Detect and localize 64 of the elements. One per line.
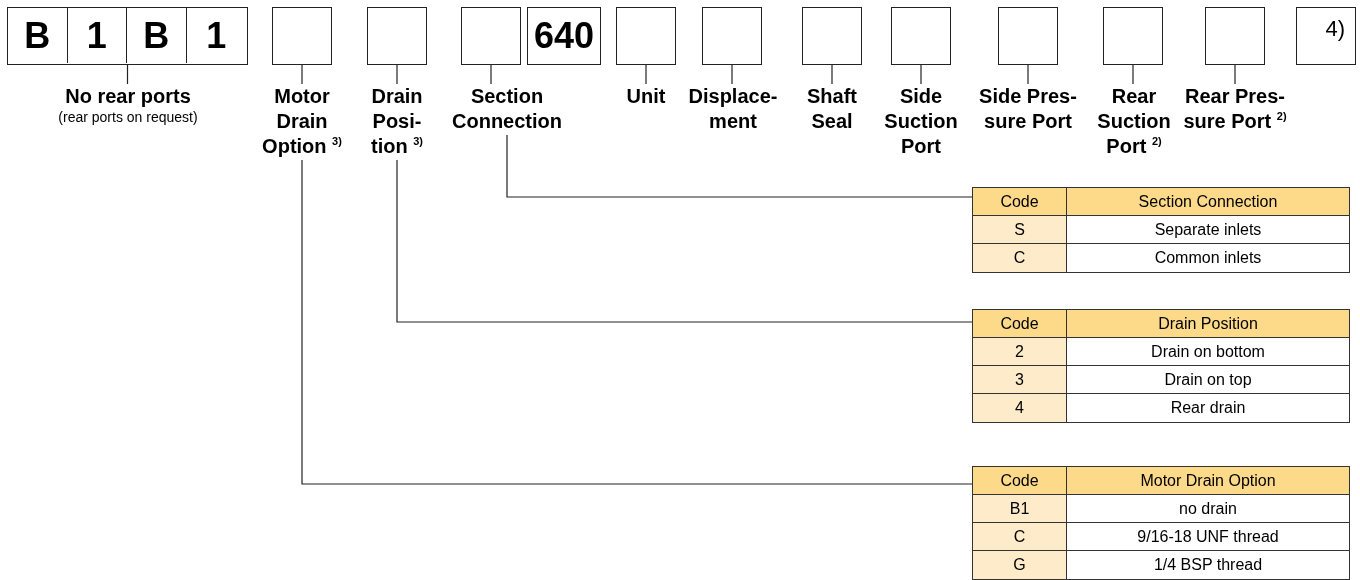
code-table [972, 187, 1350, 273]
table-cell-text: 1/4 BSP thread [1152, 555, 1264, 575]
empty-code-box [272, 7, 332, 65]
table-cell: S [973, 216, 1067, 244]
table-cell: B1 [973, 495, 1067, 523]
code-box: 640 [527, 7, 601, 65]
table-cell-text: Common inlets [1153, 248, 1263, 268]
empty-code-box [1103, 7, 1163, 65]
table-cell: Drain on top [1067, 366, 1349, 394]
empty-code-box [802, 7, 862, 65]
field-label: Unit [616, 84, 676, 109]
table-cell: G [973, 551, 1067, 579]
code-table [972, 309, 1350, 423]
field-label: Drain Posi- tion $^{3)}$ [359, 84, 435, 159]
leader-line [126, 64, 129, 85]
leader-line [645, 64, 647, 85]
table-header: Motor Drain Option [1067, 467, 1349, 495]
leader-line [396, 159, 973, 323]
leader-line [1132, 64, 1134, 85]
table-cell: 2 [973, 338, 1067, 366]
leader-line [731, 64, 733, 85]
empty-code-box [1205, 7, 1265, 65]
leader-line [1027, 64, 1029, 85]
footnote-box: 4) [1296, 7, 1356, 65]
field-label: Side Suction Port [876, 84, 966, 159]
empty-code-box [998, 7, 1058, 65]
field-label: Motor Drain Option $^{3)}$ [252, 84, 352, 159]
leader-line [490, 64, 492, 85]
empty-code-box [367, 7, 427, 65]
table-header: Section Connection [1067, 188, 1349, 216]
table-header: Code [973, 310, 1067, 338]
leader-line [301, 159, 973, 485]
empty-code-box [702, 7, 762, 65]
empty-code-box [616, 7, 676, 65]
leader-line [301, 64, 303, 85]
leader-line [396, 64, 398, 85]
table-cell: 3 [973, 366, 1067, 394]
table-cell: Separate inlets [1067, 216, 1349, 244]
table-cell-text: Rear drain [1169, 398, 1247, 418]
field-label: Side Pres- sure Port [973, 84, 1083, 134]
leader-line [831, 64, 833, 85]
field-label: Displace- ment [678, 84, 788, 134]
empty-code-box [891, 7, 951, 65]
table-cell: 4 [973, 394, 1067, 422]
leader-line [920, 64, 922, 85]
table-cell: Drain on bottom [1067, 338, 1349, 366]
field-label: Rear Pres- sure Port $^{2)}$ [1179, 84, 1291, 134]
table-header: Code [973, 188, 1067, 216]
table-cell: C [973, 244, 1067, 272]
table-cell: 9/16-18 UNF thread [1067, 523, 1349, 551]
field-label: Shaft Seal [797, 84, 867, 134]
label-note: (rear ports on request) [57, 109, 199, 125]
empty-code-box [461, 7, 521, 65]
leader-line [1234, 64, 1236, 85]
leader-line [506, 134, 973, 198]
table-cell: C [973, 523, 1067, 551]
code-box-group [7, 7, 248, 65]
table-header: Code [973, 467, 1067, 495]
code-table [972, 466, 1350, 580]
field-label: No rear ports [64, 84, 192, 109]
field-label: Section Connection [432, 84, 582, 134]
field-label: Rear Suction Port $^{2)}$ [1089, 84, 1179, 159]
table-cell: no drain [1067, 495, 1349, 523]
table-header: Drain Position [1067, 310, 1349, 338]
